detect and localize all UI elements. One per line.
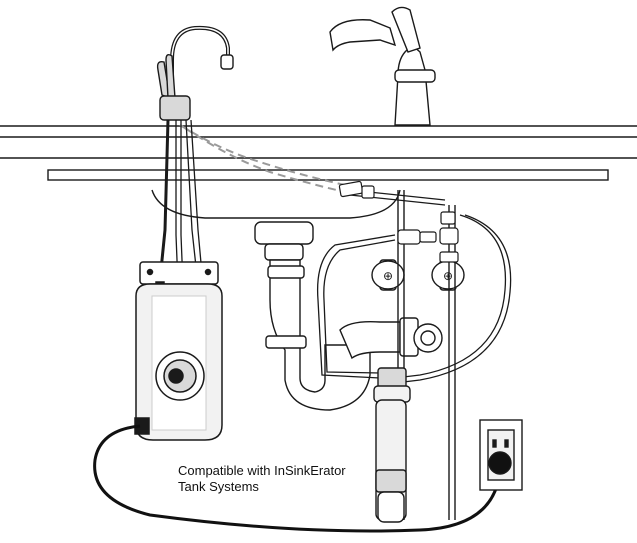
svg-text:⊕: ⊕ <box>443 269 453 283</box>
caption-line-1: Compatible with InSinkErator <box>178 463 346 478</box>
caption-line-2: Tank Systems <box>178 479 259 494</box>
hot-water-tank <box>134 261 223 441</box>
t-fittings <box>338 180 459 263</box>
compatibility-caption: Compatible with InSinkErator Tank System… <box>178 463 346 495</box>
electrical-outlet <box>479 419 523 491</box>
power-cord <box>93 424 502 533</box>
main-sink-faucet <box>329 6 436 126</box>
countertop <box>0 125 637 181</box>
sink-basin <box>151 189 401 219</box>
svg-text:⊕: ⊕ <box>383 269 393 283</box>
hot-water-faucet <box>156 25 234 121</box>
faucet-tubes <box>158 119 204 286</box>
shutoff-valves: ⊕ ⊕ <box>371 259 465 291</box>
drain-pipes <box>254 221 443 411</box>
water-filter <box>373 367 411 523</box>
hidden-tubing <box>179 124 346 193</box>
